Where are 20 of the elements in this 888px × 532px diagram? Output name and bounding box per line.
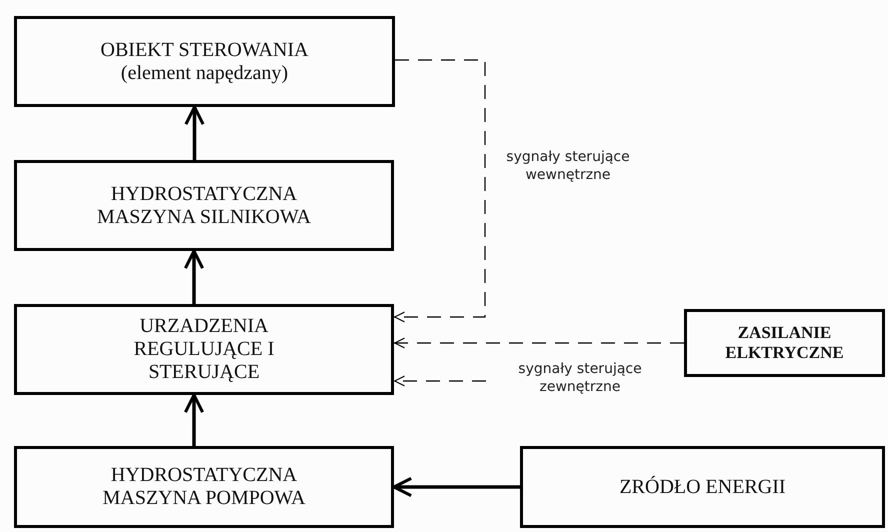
process-box xyxy=(520,446,885,528)
box-text: (element napędzany) xyxy=(120,62,288,84)
process-box xyxy=(684,309,885,377)
box-text: HYDROSTATYCZNA MASZYNA POMPOWA xyxy=(102,464,306,510)
dashed-arrow xyxy=(394,59,486,322)
arrow xyxy=(392,476,520,498)
box-text: URZADZENIA REGULUJĄCE I STERUJĄCE xyxy=(132,315,276,384)
process-box xyxy=(14,304,394,395)
box-text: OBIEKT STEROWANIA xyxy=(100,38,308,62)
arrow xyxy=(184,393,204,446)
process-box xyxy=(14,16,395,107)
arrow xyxy=(184,249,204,304)
box-text: ZASILANIE ELKTRYCZNE xyxy=(724,323,845,363)
dashed-arrow xyxy=(394,376,486,386)
box-text: ZRÓDŁO ENERGII xyxy=(619,476,786,498)
process-box xyxy=(14,446,394,528)
arrow xyxy=(184,105,205,160)
box-text: HYDROSTATYCZNA MASZYNA SILNIKOWA xyxy=(96,182,312,228)
process-box xyxy=(14,160,394,251)
dashed-arrow xyxy=(394,338,684,348)
